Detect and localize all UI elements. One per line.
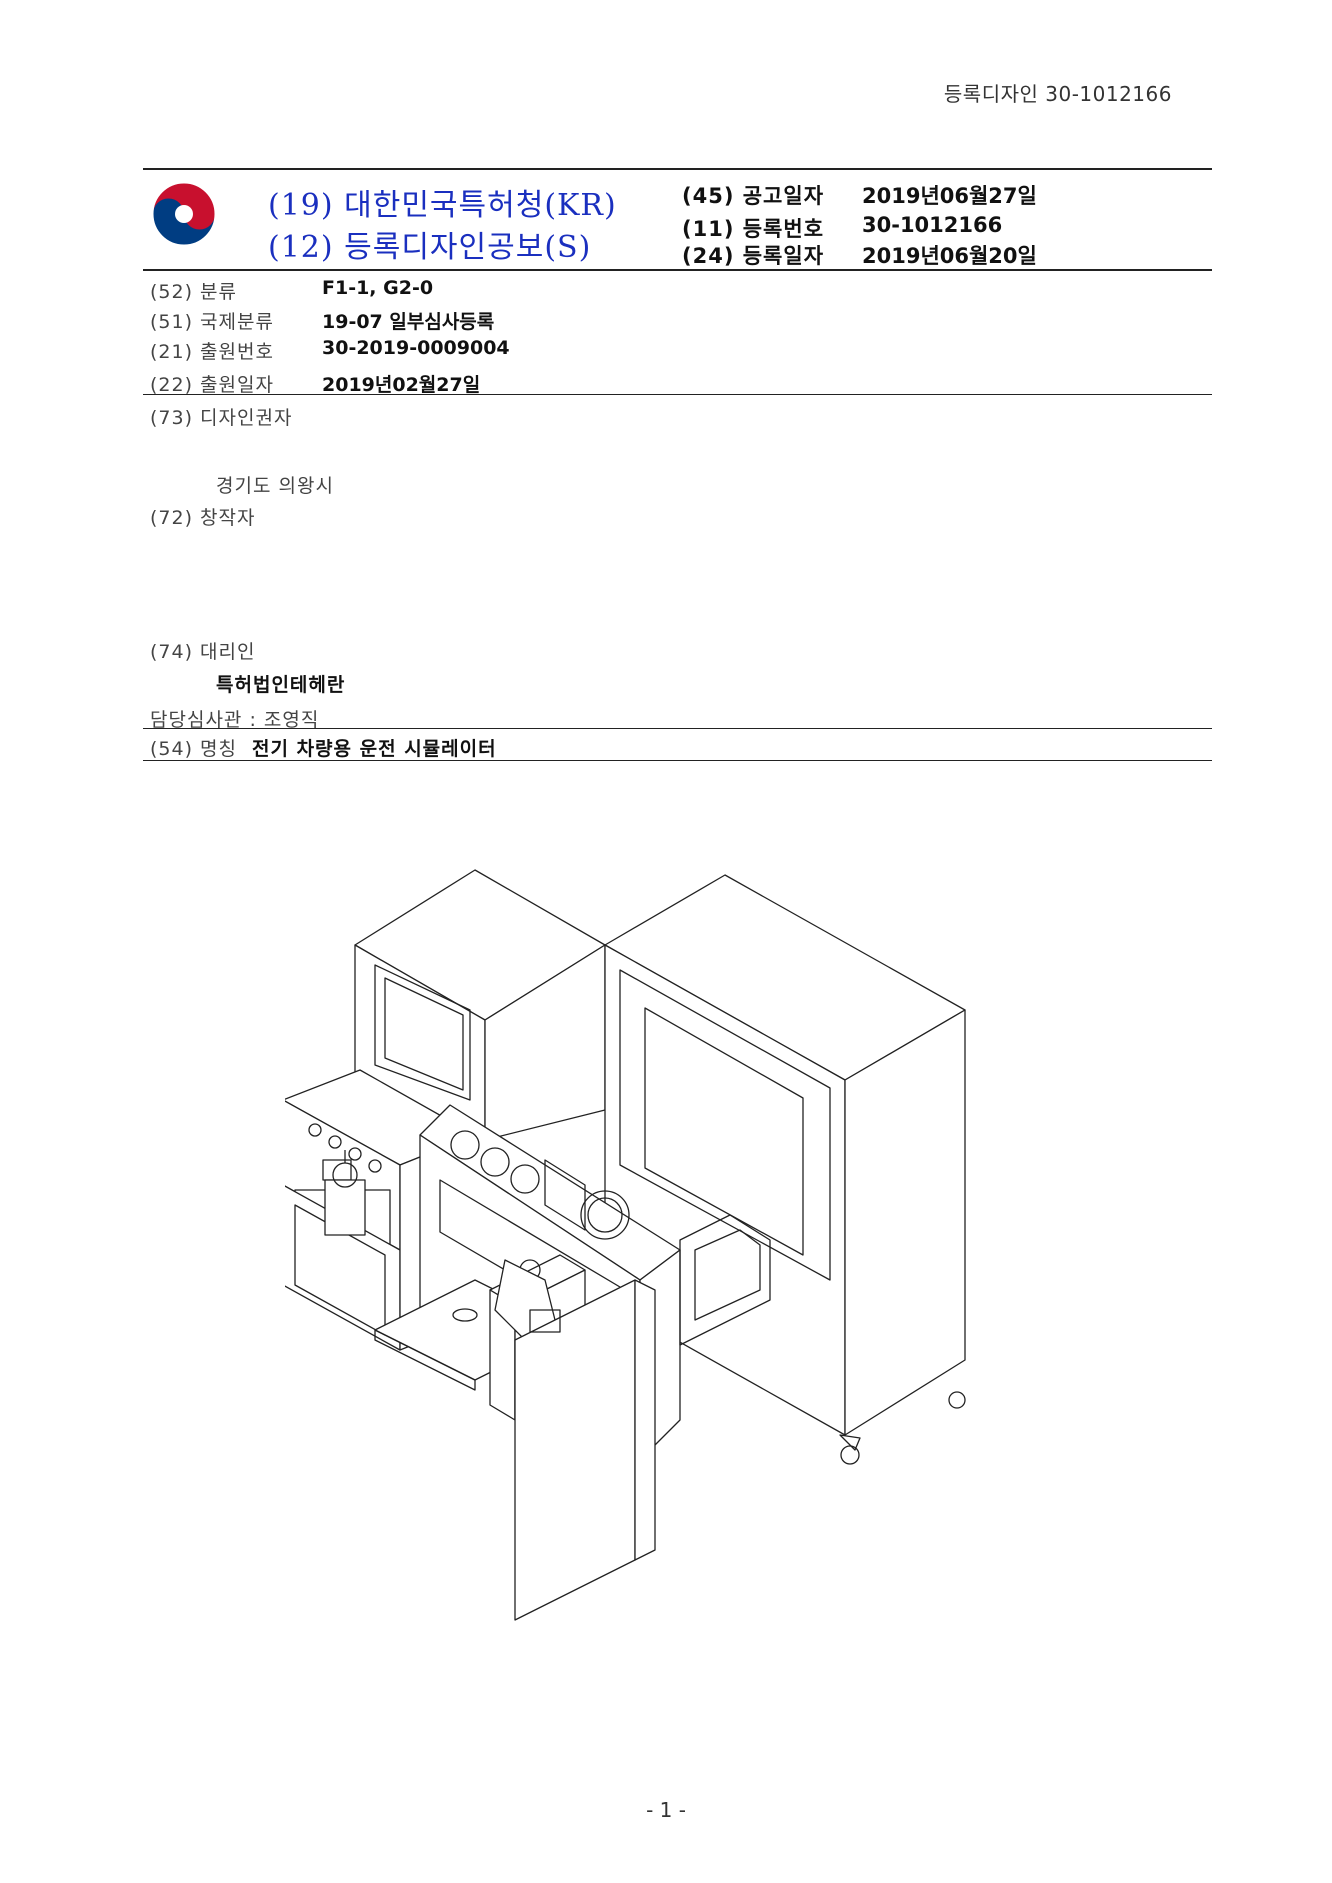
registration-date-value: 2019년06월20일 bbox=[862, 244, 1037, 268]
intl-classification-label: (51) 국제분류 bbox=[150, 311, 274, 333]
publication-date-value: 2019년06월27일 bbox=[862, 184, 1037, 208]
application-date-label: (22) 출원일자 bbox=[150, 374, 274, 396]
agent-name: 특허법인테헤란 bbox=[216, 674, 346, 696]
design-holder-address: 경기도 의왕시 bbox=[216, 475, 334, 497]
registration-date-label: (24) 등록일자 bbox=[682, 244, 825, 268]
header-bottom-rule bbox=[143, 269, 1212, 271]
right-pedestal bbox=[489, 1254, 656, 1621]
title-top-rule bbox=[143, 728, 1212, 729]
application-date-value: 2019년02월27일 bbox=[322, 374, 481, 396]
publication-type-title: (12) 등록디자인공보(S) bbox=[268, 230, 592, 265]
application-number-label: (21) 출원번호 bbox=[150, 341, 274, 363]
fields-bottom-rule bbox=[143, 394, 1212, 395]
intl-classification-value: 19-07 일부심사등록 bbox=[322, 311, 495, 333]
left-console bbox=[285, 1069, 476, 1351]
classification-label: (52) 분류 bbox=[150, 281, 238, 303]
office-title: (19) 대한민국특허청(KR) bbox=[268, 188, 617, 223]
registration-number-value: 30-1012166 bbox=[862, 213, 1003, 237]
examiner: 담당심사관 : 조영직 bbox=[150, 709, 320, 731]
design-holder-label: (73) 디자인권자 bbox=[150, 407, 293, 429]
design-title-value: 전기 차량용 운전 시뮬레이터 bbox=[252, 738, 497, 760]
driving-simulator-drawing bbox=[285, 869, 966, 1621]
classification-value: F1-1, G2-0 bbox=[322, 277, 434, 299]
publication-date-label: (45) 공고일자 bbox=[682, 184, 825, 208]
application-number-value: 30-2019-0009004 bbox=[322, 337, 510, 359]
registration-number-top: 등록디자인 30-1012166 bbox=[943, 82, 1172, 106]
agent-label: (74) 대리인 bbox=[150, 641, 256, 663]
design-title-label: (54) 명칭 bbox=[150, 738, 238, 760]
header-top-rule bbox=[143, 168, 1212, 170]
title-bottom-rule bbox=[143, 760, 1212, 761]
creator-label: (72) 창작자 bbox=[150, 507, 256, 529]
korea-ip-logo-icon bbox=[152, 182, 216, 246]
registration-number-label: (11) 등록번호 bbox=[682, 217, 825, 241]
page-number: - 1 - bbox=[646, 1798, 686, 1822]
